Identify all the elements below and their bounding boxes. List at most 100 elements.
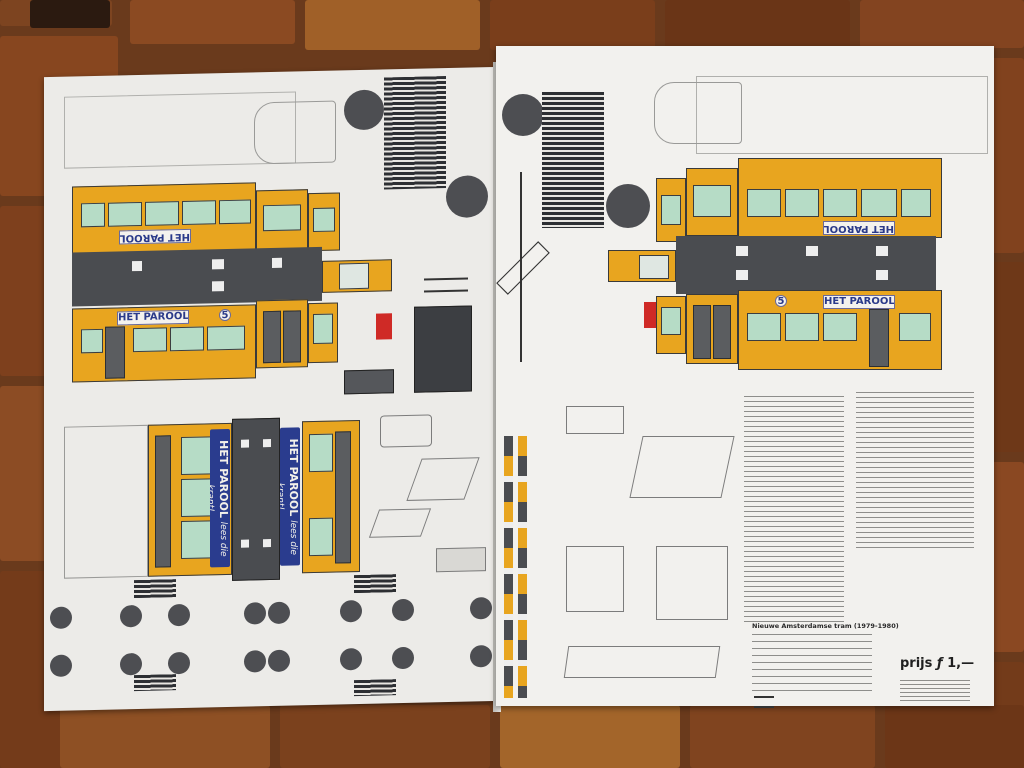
grille-panel [384, 76, 446, 190]
right-page: HET PAROOL 5 HET PAROOL [496, 46, 994, 708]
tram-front-panel [308, 192, 340, 252]
advertiser-banner: HET PAROOL [823, 295, 895, 309]
cutout-hole [806, 246, 818, 256]
vertical-ad-banner: HET PAROOL lees die krant! [280, 427, 300, 566]
assembly-sketch [368, 508, 432, 538]
tram-floor-panel [72, 246, 322, 307]
tram-window [309, 517, 333, 557]
grille-strip [134, 674, 176, 692]
wheel-disc [168, 603, 190, 627]
wheel-disc [470, 644, 492, 668]
assembly-sketch [656, 546, 728, 620]
tram-window [219, 199, 251, 225]
cutout-hole [132, 260, 142, 272]
tram-window [747, 189, 781, 217]
wheel-disc [470, 596, 492, 620]
tram-cab-end [322, 259, 392, 293]
tram-roof-vertical [232, 417, 280, 581]
side-outline [64, 424, 148, 579]
floor-tile [490, 0, 655, 50]
cutout-hole [876, 270, 888, 280]
wheel-disc [446, 175, 488, 219]
tram-window [182, 200, 216, 226]
cutout-hole [241, 539, 249, 548]
tram-side-upper: HET PAROOL [72, 182, 256, 255]
specifications-text [752, 634, 872, 694]
tram-door [283, 310, 301, 363]
grille-panel [542, 92, 604, 228]
side-strip [504, 436, 513, 698]
cutout-hole [876, 246, 888, 256]
vertical-ad-banner: HET PAROOL lees die krant! [210, 428, 230, 568]
tram-window [263, 204, 301, 232]
tram-front-panel [256, 299, 308, 369]
route-number-sign: 5 [219, 308, 231, 322]
tram-cab-end [608, 250, 676, 282]
tram-window [81, 328, 103, 354]
assembly-sketch [436, 547, 486, 573]
tram-window [785, 313, 819, 341]
tram-front-panel [656, 178, 686, 242]
tram-window [181, 520, 213, 560]
wheel-disc [244, 602, 266, 625]
cutout-hole [241, 439, 249, 448]
left-page: HET PAROOL HET PAROOL 5 [44, 66, 499, 712]
wheel-disc [392, 598, 414, 622]
tram-side-vertical [302, 419, 360, 574]
tram-floor-panel [676, 236, 936, 294]
assembly-sketch [629, 436, 735, 498]
advertiser-banner: HET PAROOL [117, 309, 189, 326]
tram-window [181, 478, 213, 518]
wheel-disc [340, 599, 362, 623]
bogie-piece [344, 369, 394, 395]
tram-window [170, 326, 204, 352]
wheel-disc [268, 649, 290, 673]
instructions-column-1 [744, 396, 844, 626]
pantograph-pole [520, 172, 522, 362]
wheel-disc [392, 646, 414, 670]
price-value: 1,— [947, 656, 975, 671]
end-cap-outline [254, 100, 336, 165]
red-part [376, 313, 392, 340]
tram-window [823, 189, 857, 217]
wheel-disc [344, 89, 384, 131]
roof-outline [696, 76, 988, 154]
tram-window [207, 325, 245, 351]
tram-window [108, 201, 142, 227]
cutout-hole [212, 281, 224, 292]
model-sheet: HET PAROOL HET PAROOL 5 [44, 44, 994, 712]
wheel-disc [340, 647, 362, 671]
wheel-disc [50, 654, 72, 678]
tram-door [105, 326, 125, 379]
price-label: prijs [900, 656, 933, 671]
assembly-sketch [406, 457, 480, 501]
cutout-hole [263, 539, 271, 548]
tram-window [313, 313, 333, 345]
wheel-disc [50, 606, 72, 630]
grille-strip [354, 574, 396, 594]
coupler-part [424, 277, 468, 293]
tram-side-lower: 5 HET PAROOL [738, 290, 942, 370]
instructions-column-2 [856, 392, 974, 552]
cutout-hole [736, 270, 748, 280]
tram-window [309, 433, 333, 473]
tram-door [869, 309, 889, 367]
tram-door [263, 310, 281, 364]
vertical-ad-title: HET PAROOL [287, 438, 300, 517]
tram-window [693, 185, 731, 217]
cutout-hole [212, 259, 224, 270]
tram-window [661, 195, 681, 225]
grille-strip [354, 679, 396, 697]
grille-strip [134, 579, 176, 599]
assembly-sketch [566, 546, 624, 612]
pantograph-frame [496, 241, 550, 295]
tram-side-lower: HET PAROOL 5 [72, 304, 256, 383]
dark-object-corner [30, 0, 110, 28]
floor-tile [885, 705, 1024, 768]
side-strip [518, 436, 527, 698]
wheel-disc [268, 601, 290, 625]
tram-window [181, 436, 213, 476]
currency-symbol: ƒ [936, 656, 943, 671]
tram-window [823, 313, 857, 341]
assembly-sketch [566, 406, 624, 434]
